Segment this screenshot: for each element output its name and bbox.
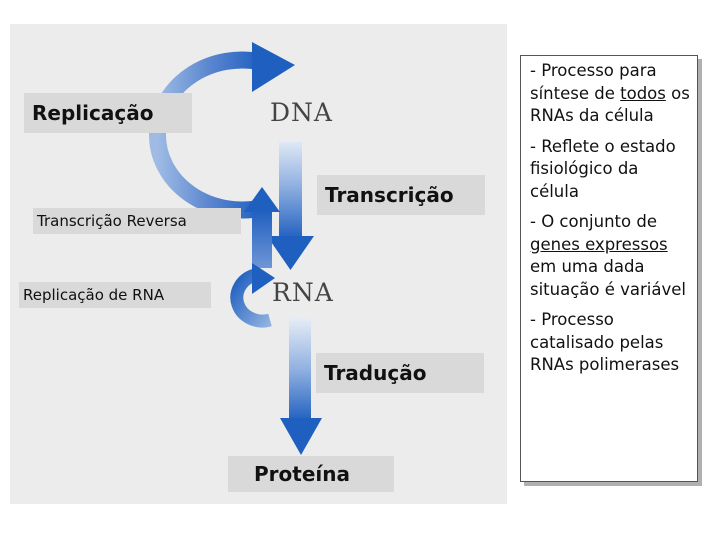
label-rna: RNA [272,278,334,307]
replication-circle-arrow [149,51,264,219]
rna-replication-arrowhead [252,263,275,294]
label-transcricao: Transcrição [317,175,485,215]
label-replicacao: Replicação [24,93,192,133]
label-dna: DNA [270,98,333,127]
translation-arrowhead [280,418,322,455]
label-replicacao-rna: Replicação de RNA [19,282,211,308]
notes-textbox: - Processo para síntese de todos os RNAs… [520,55,698,482]
reverse-transcription-shaft [252,210,272,268]
note-1: - Processo para síntese de todos os RNAs… [530,61,690,125]
label-proteina: Proteína [228,456,394,492]
transcription-shaft [279,142,302,240]
replication-arrowhead [252,42,295,92]
label-traducao: Tradução [316,353,484,393]
translation-shaft [289,318,311,422]
reverse-transcription-arrowhead [244,187,280,212]
transcription-arrowhead [267,236,314,270]
rna-replication-circle-arrow [230,268,272,328]
note-4: - Processo catalisado pelas RNAs polimer… [530,310,680,374]
note-3: - O conjunto de genes expressos em uma d… [530,212,686,299]
note-2: - Reflete o estado fisiológico da célula [530,136,676,201]
label-transcricao-reversa: Transcrição Reversa [33,208,241,234]
